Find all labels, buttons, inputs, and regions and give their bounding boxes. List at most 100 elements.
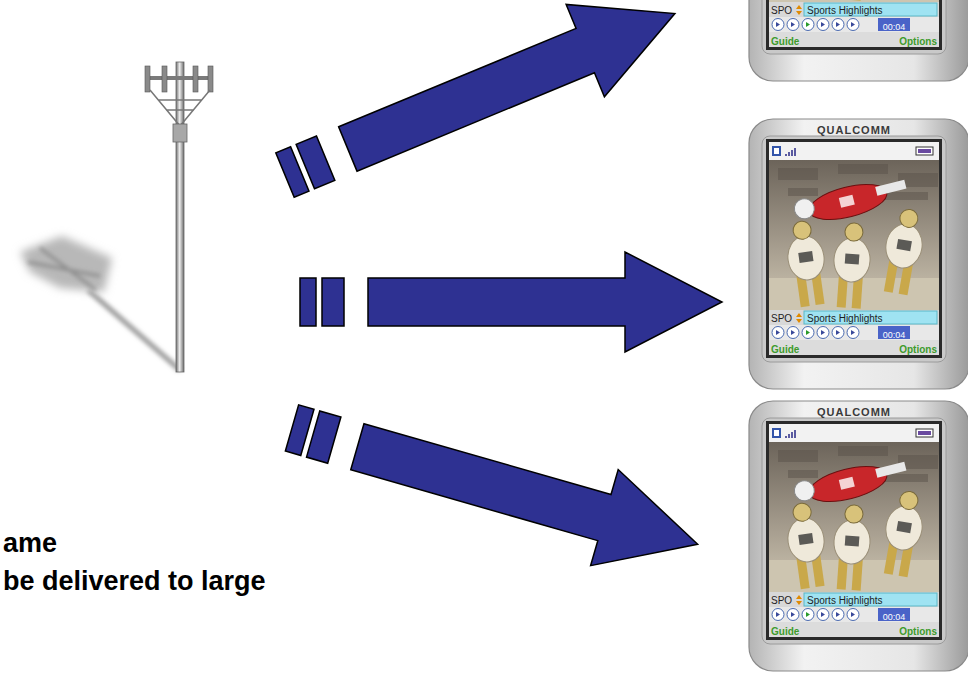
softkey-bar (769, 622, 939, 637)
field (769, 0, 939, 2)
info-bar (769, 2, 939, 17)
arrow-body (329, 0, 694, 195)
video-frame (769, 442, 939, 592)
caption-line: be delivered to large (3, 566, 266, 597)
jersey-number (896, 521, 912, 533)
softkey-label-slot: Guide (771, 34, 841, 48)
player-helmet (792, 502, 812, 522)
player-jersey (806, 178, 891, 226)
control-button (832, 19, 844, 31)
brand-name: QUALCOMM (817, 406, 891, 418)
screen (769, 0, 939, 47)
phone-body (749, 401, 968, 671)
antenna-panel (208, 66, 213, 92)
control-button (772, 609, 784, 621)
screen-frame (766, 0, 942, 50)
phone: QUALCOMMSPOSports Highlights00:04GuideOp… (748, 118, 968, 390)
screen (769, 142, 939, 355)
signal-bar (788, 434, 790, 438)
channel-arrows (796, 5, 802, 15)
phone-body (749, 0, 968, 81)
player (831, 0, 873, 1)
player-jersey (833, 519, 872, 565)
battery (916, 429, 933, 437)
control-button (802, 19, 814, 31)
time-readout-slot: 00:04 (878, 19, 910, 33)
control-glyph (776, 22, 780, 27)
brand-name-slot: QUALCOMM (754, 123, 954, 136)
battery-level (918, 431, 931, 435)
player-jersey (785, 234, 827, 283)
broadcast-arrow (266, 0, 694, 221)
screen-bezel (762, 0, 946, 54)
control-glyph (851, 330, 855, 335)
program-title-slot: Sports Highlights (807, 3, 935, 17)
screen (769, 424, 939, 637)
player-helmet (898, 490, 919, 511)
crowd (778, 450, 818, 462)
caption-line-slot: be delivered to large (3, 566, 266, 597)
jersey-number (798, 533, 813, 545)
jersey-number (845, 254, 860, 265)
control-glyph (851, 612, 855, 617)
player (831, 504, 873, 591)
title-bar (804, 3, 937, 16)
arrow-dash (296, 136, 335, 189)
brand-name-slot: QUALCOMM (754, 405, 954, 418)
player-jersey (882, 503, 925, 553)
program-title: Sports Highlights (807, 5, 883, 17)
player (792, 173, 910, 230)
arrow-dash (322, 278, 344, 326)
control-button (847, 19, 859, 31)
control-glyph (836, 330, 840, 335)
player-legs (875, 180, 906, 196)
control-button (832, 327, 844, 339)
player (831, 222, 873, 309)
info-bar (769, 310, 939, 325)
signal-bar (791, 150, 793, 156)
title-bar (804, 311, 937, 324)
program-title-slot: Sports Highlights (807, 311, 935, 325)
antenna-panel (193, 66, 198, 92)
channel-code: SPO (771, 5, 792, 17)
antenna-panel (162, 66, 167, 92)
control-button (787, 609, 799, 621)
program-title: Sports Highlights (807, 313, 883, 325)
crowd (838, 446, 888, 456)
control-glyph (791, 612, 795, 617)
signal-bar (794, 148, 796, 156)
crowd (778, 168, 818, 180)
info-bar (769, 592, 939, 607)
signal-bar (785, 154, 787, 156)
channel-code-slot: SPO (771, 311, 795, 325)
player-jersey (882, 221, 925, 271)
time-readout: 00:04 (883, 329, 906, 341)
antenna-shadow (20, 236, 112, 292)
control-bar (769, 325, 939, 340)
time-readout: 00:04 (883, 611, 906, 623)
control-button (787, 327, 799, 339)
channel-arrows (796, 313, 802, 323)
channel-code-slot: SPO (771, 3, 795, 17)
player-helmet (792, 220, 812, 240)
player (792, 455, 910, 512)
control-glyph (806, 612, 810, 617)
time-readout-slot: 00:04 (878, 609, 910, 623)
control-button (847, 327, 859, 339)
antenna-shadow-streak (28, 248, 100, 290)
data-icon (772, 428, 781, 438)
control-button (832, 609, 844, 621)
pole-shadow (88, 290, 180, 370)
control-button (772, 19, 784, 31)
screen-frame (766, 421, 942, 640)
control-bar (769, 607, 939, 622)
player-jersey (833, 237, 872, 283)
broadcast-arrow (278, 380, 711, 592)
time-readout: 00:04 (883, 21, 906, 33)
screen-frame (766, 139, 942, 358)
control-glyph (776, 330, 780, 335)
softkey-label-slot: Guide (771, 624, 841, 638)
control-glyph (791, 330, 795, 335)
